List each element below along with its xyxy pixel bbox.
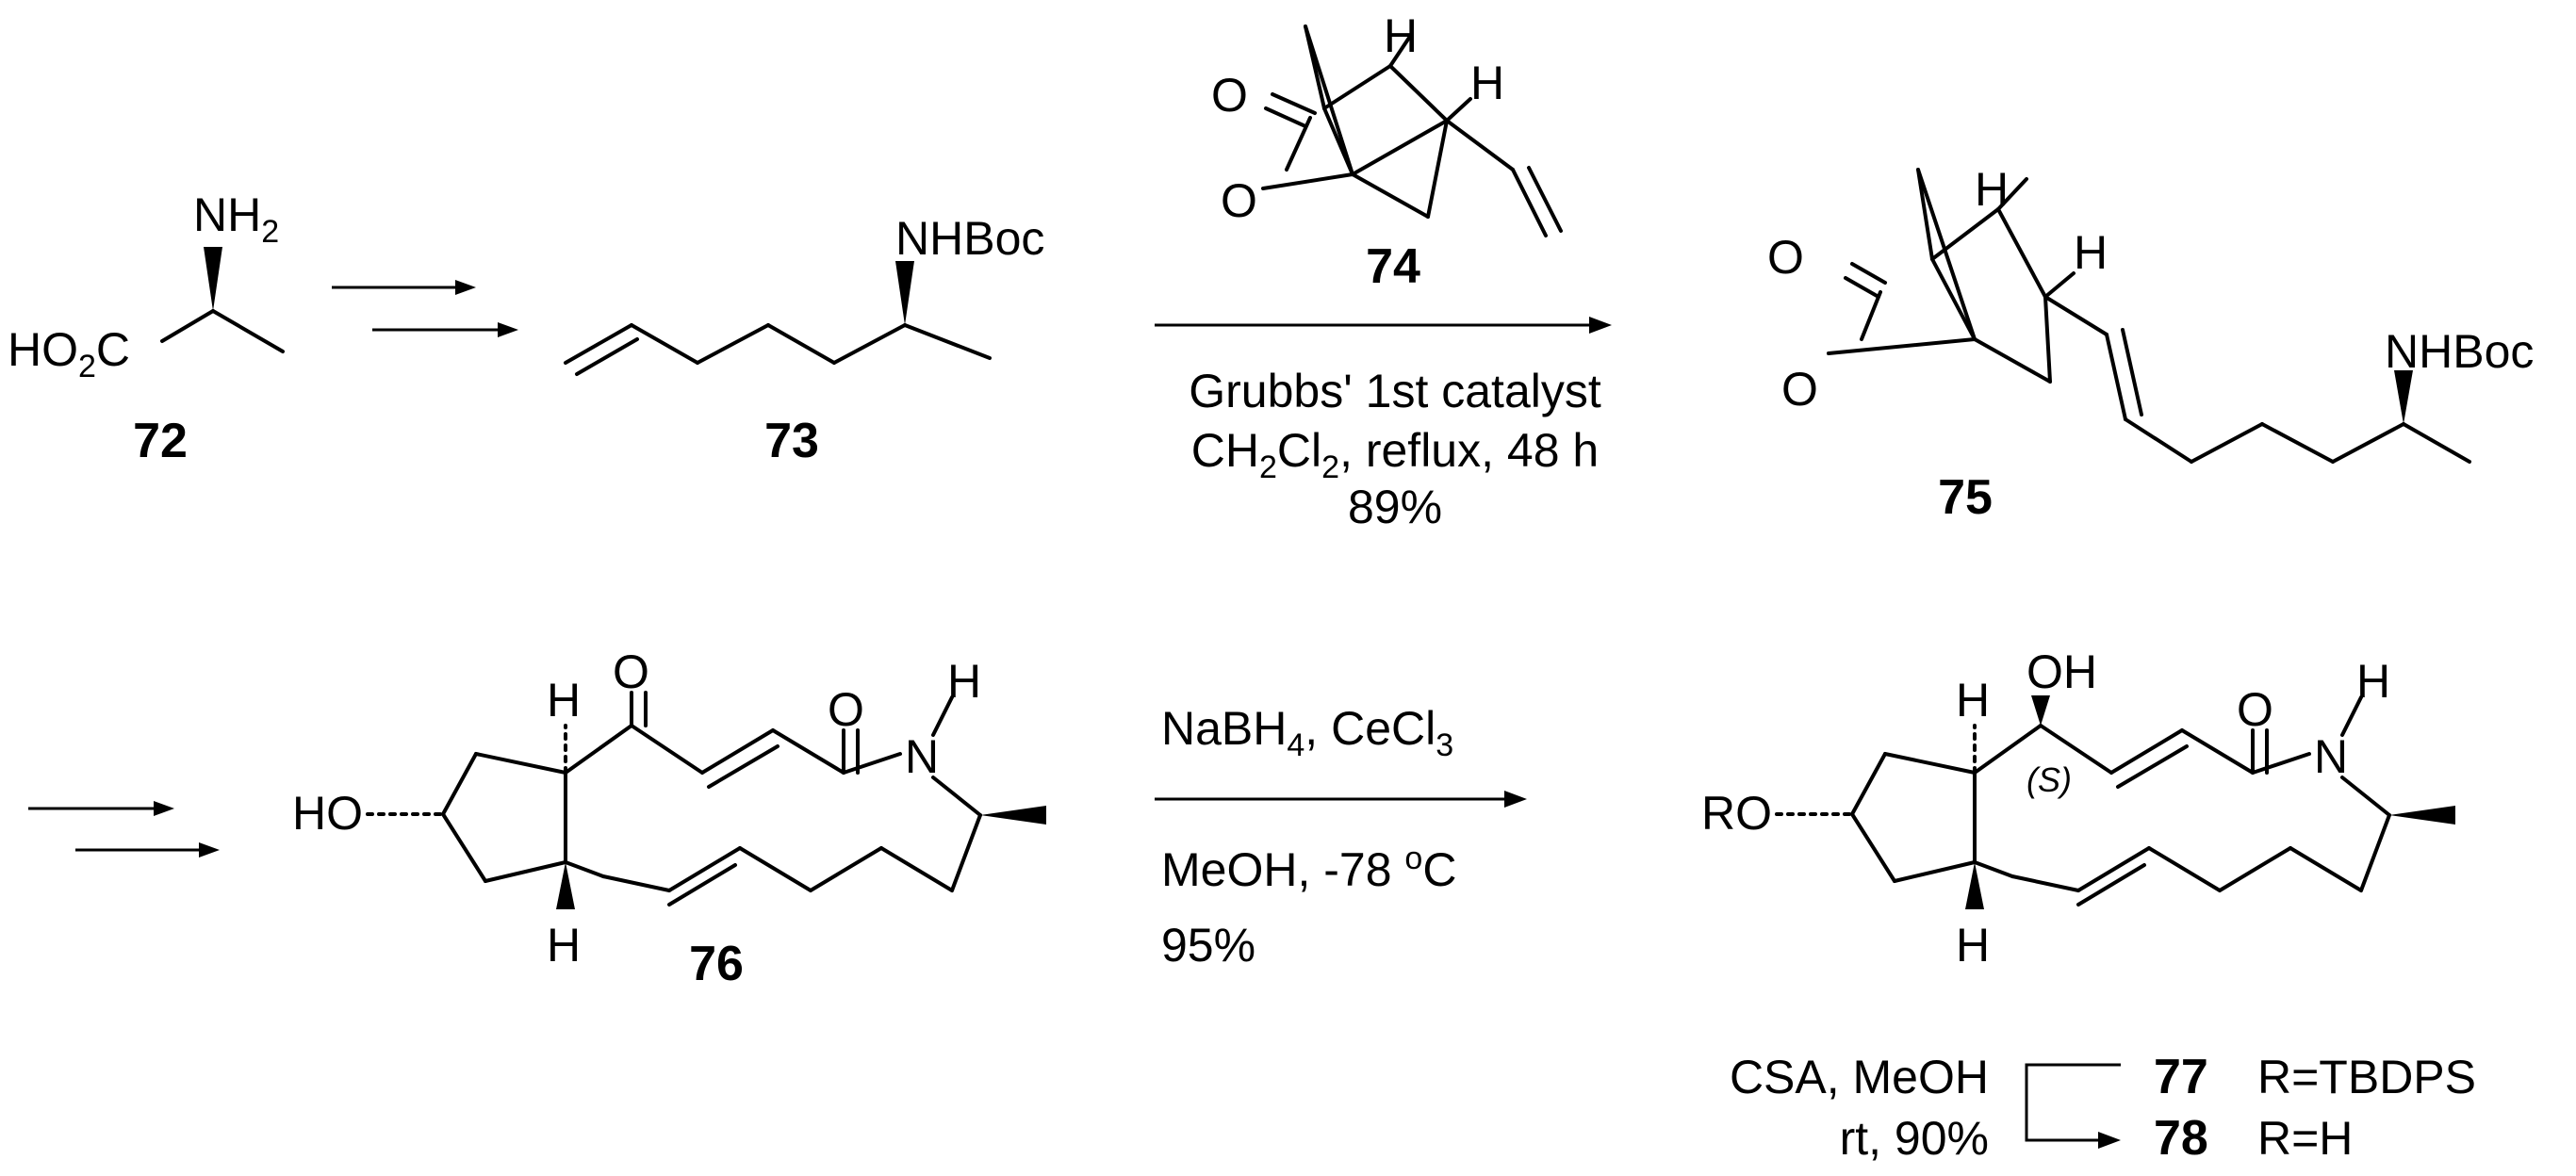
svg-text:RO: RO <box>1701 787 1772 840</box>
reaction-arrow-reduction <box>1155 791 1527 808</box>
svg-text:rt, 90%: rt, 90% <box>1840 1112 1989 1165</box>
svg-text:NHBoc: NHBoc <box>895 212 1044 265</box>
compound-74: O O H H 74 <box>1211 9 1563 294</box>
svg-text:O: O <box>2237 683 2273 736</box>
substituent-77: R=TBDPS <box>2257 1051 2476 1103</box>
compound-label-77: 77 <box>2154 1050 2208 1104</box>
svg-text:Grubbs' 1st catalyst: Grubbs' 1st catalyst <box>1189 365 1601 417</box>
reaction-arrow-metathesis <box>1155 317 1612 334</box>
svg-text:HO2C: HO2C <box>8 323 130 384</box>
svg-text:H: H <box>547 674 581 727</box>
svg-text:H: H <box>2074 226 2108 279</box>
svg-text:O: O <box>1211 69 1248 122</box>
compound-77-78: RO H H OH (S) O N H <box>1701 645 2455 972</box>
svg-text:95%: 95% <box>1161 919 1255 972</box>
conditions-metathesis: Grubbs' 1st catalyst CH2Cl2, reflux, 48 … <box>1189 365 1601 533</box>
compound-label-72: 72 <box>133 414 188 468</box>
compound-76: HO H H O O N H 76 <box>292 645 1046 991</box>
compound-label-73: 73 <box>764 414 819 468</box>
svg-text:N: N <box>905 730 939 783</box>
svg-text:OH: OH <box>2026 645 2097 698</box>
compound-label-74: 74 <box>1366 239 1420 294</box>
svg-text:(S): (S) <box>2026 760 2072 799</box>
svg-text:H: H <box>2356 655 2390 708</box>
compound-legend: 77 R=TBDPS 78 R=H <box>2154 1050 2476 1166</box>
svg-text:NHBoc: NHBoc <box>2385 325 2534 378</box>
svg-text:CH2Cl2, reflux, 48 h: CH2Cl2, reflux, 48 h <box>1191 424 1599 485</box>
svg-text:H: H <box>1384 9 1418 62</box>
compound-label-75: 75 <box>1938 470 1993 525</box>
svg-text:N: N <box>2314 730 2348 783</box>
svg-text:H: H <box>547 919 581 972</box>
svg-text:NH2: NH2 <box>193 188 279 250</box>
svg-text:O: O <box>1767 231 1804 284</box>
svg-text:H: H <box>1470 57 1504 109</box>
svg-text:HO: HO <box>292 787 363 840</box>
svg-text:H: H <box>1975 163 2009 216</box>
compound-73: NHBoc 73 <box>564 212 1044 468</box>
svg-text:H: H <box>1956 919 1990 972</box>
multistep-arrow-2 <box>28 801 220 858</box>
svg-text:O: O <box>1221 174 1257 227</box>
compound-label-78: 78 <box>2154 1111 2208 1166</box>
svg-text:O: O <box>828 683 864 736</box>
reaction-arrow-deprotection <box>2025 1063 2121 1149</box>
conditions-reduction: NaBH4, CeCl3 MeOH, -78 oC 95% <box>1161 702 1456 972</box>
svg-text:O: O <box>1781 363 1818 416</box>
compound-72: NH2 HO2C 72 <box>8 188 285 468</box>
svg-text:NaBH4, CeCl3: NaBH4, CeCl3 <box>1161 702 1453 763</box>
compound-75: O O H H NHBoc 75 <box>1767 163 2534 525</box>
svg-text:H: H <box>947 655 981 708</box>
multistep-arrow-1 <box>332 280 518 337</box>
svg-text:CSA, MeOH: CSA, MeOH <box>1730 1051 1989 1103</box>
svg-text:H: H <box>1956 674 1990 727</box>
compound-label-76: 76 <box>689 937 744 991</box>
substituent-78: R=H <box>2257 1112 2353 1165</box>
svg-text:89%: 89% <box>1348 481 1442 533</box>
svg-text:MeOH, -78 oC: MeOH, -78 oC <box>1161 841 1456 896</box>
svg-text:O: O <box>613 645 649 698</box>
conditions-deprotection: CSA, MeOH rt, 90% <box>1730 1051 1989 1165</box>
